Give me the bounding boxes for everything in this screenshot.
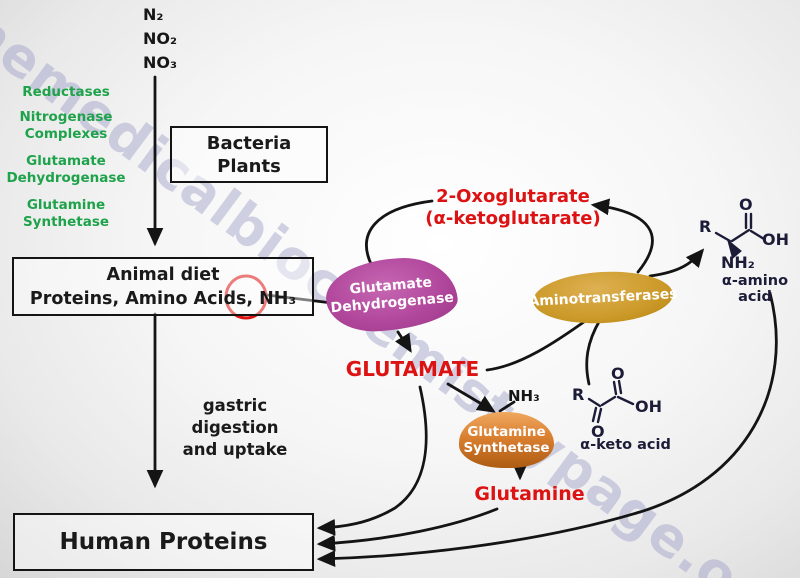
amino-acid-to-human-proteins-arrow <box>316 291 778 568</box>
enzyme-label-nitrogenase-complexes: Nitrogenase Complexes <box>19 109 113 142</box>
human-proteins-box: Human Proteins <box>13 513 314 571</box>
glutamine-label: Glutamine <box>474 483 585 505</box>
amino-acid-r-label: R <box>699 217 712 236</box>
gs-label-line1: Glutamine <box>467 424 546 440</box>
nitrogen-source-n2: N₂ <box>143 5 164 24</box>
glutamate-to-human-proteins-arrow <box>316 385 428 536</box>
glutamine-synthetase-blob: Glutamine Synthetase <box>459 412 554 468</box>
enzyme-label-glutamine-synthetase: Glutamine Synthetase <box>22 197 110 230</box>
animal-diet-contents-label: Proteins, Amino Acids, NH₃ <box>29 288 297 309</box>
glutamate-to-aminotransferase-curve <box>485 317 590 372</box>
animal-diet-box: Animal diet Proteins, Amino Acids, NH₃ <box>12 257 314 316</box>
animal-diet-label: Animal diet <box>106 264 220 285</box>
nitrogen-source-no2: NO₂ <box>143 29 177 48</box>
oxoglutarate-line2: (α-ketoglutarate) <box>425 208 601 229</box>
oxoglutarate-label: 2-Oxoglutarate (α-ketoglutarate) <box>418 186 608 230</box>
glutamine-to-human-proteins-arrow <box>316 507 499 552</box>
gastric-digestion-line2: and uptake <box>182 440 288 459</box>
aminotransferases-label: Aminotransferases <box>528 285 678 310</box>
oxoglutarate-line1: 2-Oxoglutarate <box>436 186 590 207</box>
keto-acid-oh-label: OH <box>635 397 662 416</box>
enzyme-label-reductases: Reductases <box>22 84 110 100</box>
human-proteins-label: Human Proteins <box>59 529 268 555</box>
gdh-to-glutamate-arrow <box>395 330 412 353</box>
nh3-highlight-circle <box>224 274 268 320</box>
amino-acid-nh2-label: NH₂ <box>721 253 755 272</box>
amino-acid-bonds <box>714 212 766 260</box>
plants-label: Plants <box>217 155 281 177</box>
keto-acid-name-label: α-keto acid <box>580 437 671 453</box>
aminotransferase-to-amino-acid-arrow <box>648 248 705 278</box>
keto-acid-o-bottom-label: O <box>591 422 605 441</box>
gs-label-line2: Synthetase <box>463 440 550 456</box>
ammonia-label: NH₃ <box>508 387 540 405</box>
gastric-digestion-line1: gastric digestion <box>191 396 279 437</box>
amino-acid-name-label: α-amino acid <box>721 273 789 305</box>
amino-acid-o-label: O <box>739 195 753 214</box>
nitrogen-source-no3: NO₃ <box>143 53 177 72</box>
nh3-to-gs-line <box>498 400 516 413</box>
keto-acid-o-top-label: O <box>611 364 625 383</box>
glutamate-label: GLUTAMATE <box>345 357 480 381</box>
keto-acid-bonds <box>587 379 635 424</box>
bacteria-plants-box: Bacteria Plants <box>170 126 328 183</box>
enzyme-label-glutamate-dehydrogenase: Glutamate Dehydrogenase <box>6 153 126 186</box>
aminotransferase-to-oxoglutarate-arrow <box>590 198 654 274</box>
glutamate-to-gs-arrow <box>446 382 496 413</box>
amino-acid-oh-label: OH <box>762 230 789 249</box>
bacteria-label: Bacteria <box>206 132 292 154</box>
keto-acid-to-aminotransferase-line <box>585 318 602 386</box>
nh3-to-gdh-line <box>265 293 334 305</box>
keto-acid-r-label: R <box>572 385 585 404</box>
gastric-digestion-label: gastric digestion and uptake <box>160 395 310 461</box>
gdh-to-oxoglutarate-curve <box>365 199 434 268</box>
